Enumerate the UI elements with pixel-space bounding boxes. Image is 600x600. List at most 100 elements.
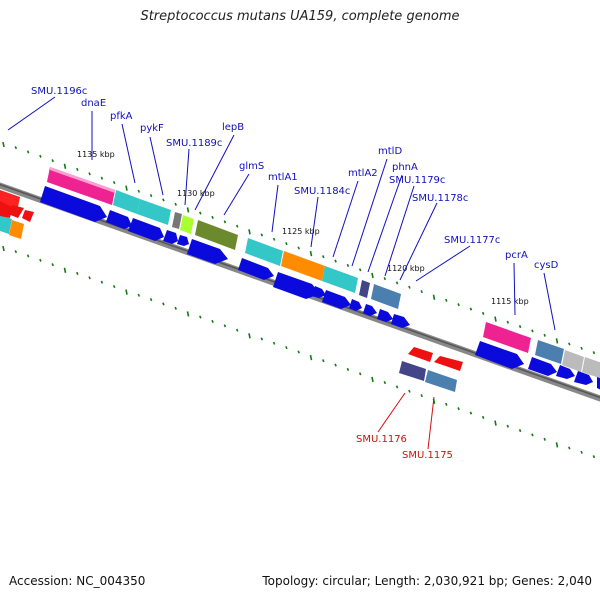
tick-mark: [518, 324, 522, 329]
gene-label[interactable]: SMU.1178c: [412, 193, 468, 204]
tick-mark: [76, 271, 79, 275]
gene-label[interactable]: SMU.1175: [402, 450, 453, 461]
tick-mark: [334, 259, 337, 263]
tick-mark: [445, 402, 448, 406]
tick-mark: [2, 245, 5, 252]
forward-arrows: [40, 186, 600, 390]
tick-mark: [543, 437, 546, 441]
gene-label-leader: [223, 173, 250, 216]
map-title: Streptococcus mutans UA159, complete gen…: [140, 9, 460, 24]
gene-label[interactable]: mtlA1: [268, 172, 298, 183]
tick-mark: [371, 272, 374, 279]
tick-mark: [346, 263, 350, 267]
tick-mark: [408, 389, 411, 393]
tick-mark: [137, 189, 141, 193]
tick-mark: [174, 306, 177, 310]
tick-mark: [568, 342, 571, 346]
gene-label[interactable]: SMU.1189c: [166, 138, 222, 149]
gene-label[interactable]: glmS: [239, 161, 264, 172]
tick-mark: [383, 380, 387, 385]
tick-mark: [395, 281, 399, 285]
tick-mark: [285, 346, 288, 350]
tick-mark: [469, 307, 473, 311]
tick-mark: [334, 363, 337, 367]
gene-label-leader: [149, 136, 164, 196]
gene-label[interactable]: SMU.1176: [356, 434, 407, 445]
tick-mark: [88, 276, 91, 280]
gene-label[interactable]: SMU.1196c: [31, 86, 87, 97]
tick-mark: [494, 316, 497, 322]
tick-mark: [26, 150, 30, 154]
label-leaders: [7, 96, 556, 450]
tick-mark: [358, 268, 362, 272]
tick-mark: [174, 202, 177, 206]
tick-mark: [420, 394, 423, 398]
tick-mark: [531, 329, 534, 333]
tick-mark: [112, 180, 116, 185]
tick-mark: [63, 267, 67, 273]
tick-mark: [358, 372, 362, 376]
gene-label[interactable]: pcrA: [505, 250, 528, 261]
tick-mark: [555, 338, 559, 344]
tick-mark: [494, 420, 497, 426]
gene-label-leader: [377, 392, 406, 433]
gene-label-leader: [121, 123, 136, 184]
tick-mark: [162, 302, 165, 306]
tick-mark: [297, 350, 300, 354]
genome-summary-text: Topology: circular; Length: 2,030,921 bp…: [262, 574, 592, 588]
scale-label: 1115 kbp: [491, 297, 529, 306]
tick-mark: [457, 303, 460, 307]
scale-label: 1130 kbp: [177, 189, 215, 198]
tick-mark: [125, 185, 128, 191]
tick-mark: [39, 258, 42, 262]
gene-label[interactable]: SMU.1184c: [294, 186, 350, 197]
gene-label[interactable]: mtlA2: [348, 168, 378, 179]
gene-label[interactable]: SMU.1177c: [444, 235, 500, 246]
tick-mark: [211, 215, 214, 219]
tick-mark: [223, 220, 227, 224]
gene-label-leader: [384, 185, 415, 277]
gene-label-leader: [7, 96, 56, 131]
tick-mark: [14, 146, 18, 150]
gene-label-leader: [367, 174, 403, 273]
tick-mark: [51, 263, 54, 267]
tick-mark: [199, 211, 202, 215]
tick-mark: [125, 289, 128, 295]
tick-mark: [248, 333, 251, 339]
gene-label-leader: [271, 184, 279, 233]
gene-label[interactable]: pykF: [140, 123, 164, 134]
tick-mark: [469, 411, 473, 415]
tick-mark: [260, 337, 264, 341]
tick-mark: [26, 254, 30, 258]
tick-mark: [445, 298, 448, 302]
scale-label: 1135 kbp: [77, 150, 115, 159]
tick-marks: [2, 141, 596, 459]
gene-label-leader: [399, 202, 438, 281]
tick-mark: [555, 442, 559, 448]
tick-mark: [408, 285, 411, 289]
tick-mark: [518, 428, 522, 433]
gene-label-leader: [184, 148, 190, 206]
gene-label[interactable]: mtlD: [378, 146, 402, 157]
gene-label[interactable]: pfkA: [110, 111, 133, 122]
scale-label: 1125 kbp: [282, 227, 320, 236]
gene-label[interactable]: phnA: [392, 162, 418, 173]
gene-label[interactable]: lepB: [222, 122, 244, 133]
gene-label[interactable]: SMU.1179c: [389, 175, 445, 186]
tick-mark: [223, 324, 227, 328]
gene-label-leader: [415, 245, 471, 282]
tick-mark: [543, 333, 546, 337]
tick-mark: [580, 346, 583, 350]
tick-mark: [2, 141, 5, 148]
tick-mark: [39, 154, 42, 158]
gene-label[interactable]: dnaE: [81, 98, 106, 109]
tick-mark: [186, 311, 190, 317]
tick-mark: [481, 415, 485, 419]
tick-mark: [100, 176, 104, 180]
gene-label-leader: [194, 134, 235, 211]
tick-mark: [580, 450, 583, 454]
tick-mark: [76, 167, 79, 171]
gene-label[interactable]: cysD: [534, 260, 559, 271]
